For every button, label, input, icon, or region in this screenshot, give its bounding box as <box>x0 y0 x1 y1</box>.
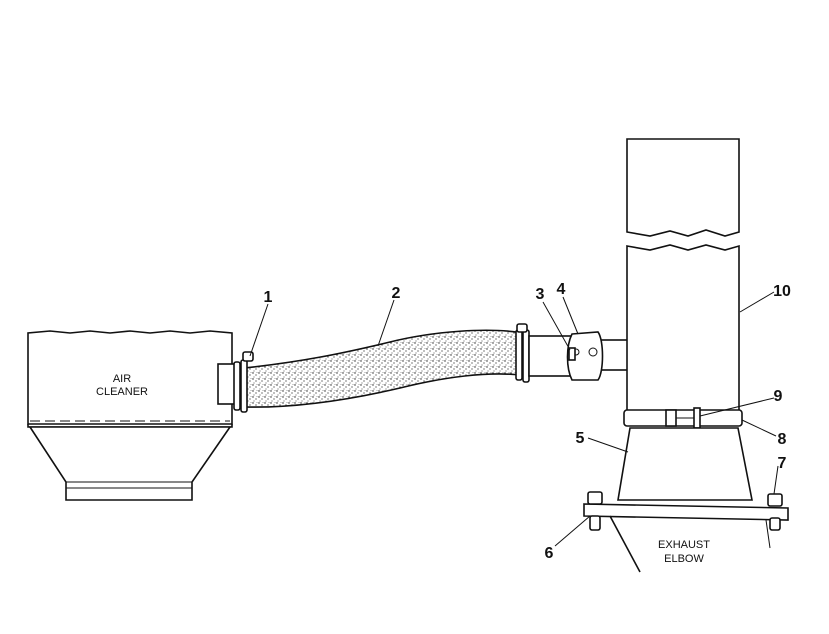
callout-7: 7 <box>778 455 787 472</box>
exhaust-elbow: EXHAUST ELBOW <box>583 427 789 573</box>
hose <box>243 329 529 408</box>
bolt-right <box>767 493 783 531</box>
callout-3: 3 <box>536 286 545 303</box>
callouts: 1 2 3 4 5 6 7 8 9 10 <box>264 281 791 562</box>
callout-5: 5 <box>576 430 585 447</box>
leader-lines <box>249 291 779 547</box>
callout-10: 10 <box>773 283 791 300</box>
callout-8: 8 <box>778 431 787 448</box>
hose-clamp-left <box>233 351 254 413</box>
callout-6: 6 <box>545 545 554 562</box>
aspirator-tube <box>528 331 631 381</box>
bolt-left <box>587 491 603 531</box>
air-cleaner-label-line2: CLEANER <box>96 386 148 398</box>
callout-9: 9 <box>774 388 783 405</box>
exhaust-elbow-label-line2: ELBOW <box>664 553 704 565</box>
air-cleaner-label-line1: AIR <box>113 373 131 385</box>
exhaust-elbow-label-line1: EXHAUST <box>658 539 710 551</box>
band-clamp <box>623 407 743 429</box>
callout-1: 1 <box>264 289 273 306</box>
callout-2: 2 <box>392 285 401 302</box>
callout-4: 4 <box>557 281 566 298</box>
hose-clamp-right <box>515 323 530 383</box>
air-cleaner: AIR CLEANER <box>27 330 241 501</box>
exhaust-stack <box>626 138 740 423</box>
